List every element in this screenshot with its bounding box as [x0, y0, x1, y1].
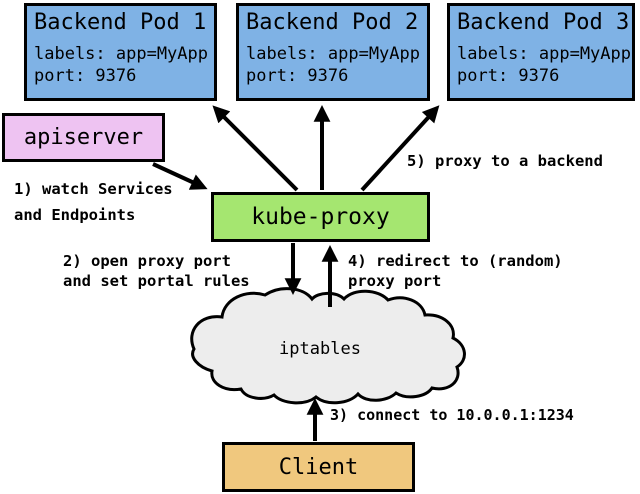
annotation-step3: 3) connect to 10.0.0.1:1234 — [330, 406, 574, 424]
arrow-apiserver-to-kube-proxy — [152, 162, 208, 190]
annotation-line: 4) redirect to (random) — [348, 252, 563, 270]
pod-title: Backend Pod 3 — [457, 10, 630, 35]
client-box: Client — [222, 442, 415, 492]
annotation-line: proxy port — [348, 272, 442, 290]
annotation-step1: 1) watch Services and Endpoints — [14, 176, 173, 228]
annotation-line: 5) proxy to a backend — [407, 152, 603, 170]
arrow-kube-proxy-to-pod1 — [212, 105, 299, 192]
annotation-line: and Endpoints — [14, 206, 136, 224]
apiserver-label: apiserver — [23, 125, 144, 150]
pod-title: Backend Pod 1 — [34, 10, 207, 35]
annotation-line: 1) watch Services — [14, 180, 173, 198]
annotation-line: 3) connect to 10.0.0.1:1234 — [330, 406, 574, 424]
backend-pod-2-box: Backend Pod 2 labels: app=MyApp port: 93… — [236, 3, 430, 101]
pod-title: Backend Pod 2 — [246, 10, 419, 35]
annotation-step2: 2) open proxy port and set portal rules — [63, 251, 250, 291]
pod-port-line: port: 9376 — [34, 66, 137, 86]
backend-pod-3-box: Backend Pod 3 labels: app=MyApp port: 93… — [447, 3, 635, 101]
pod-port-line: port: 9376 — [246, 66, 349, 86]
pod-port-line: port: 9376 — [457, 66, 560, 86]
arrow-kube-proxy-to-pod3 — [360, 105, 440, 192]
backend-pod-1-box: Backend Pod 1 labels: app=MyApp port: 93… — [24, 3, 217, 101]
pod-labels-line: labels: app=MyApp — [457, 44, 631, 64]
kube-proxy-label: kube-proxy — [251, 204, 390, 230]
kube-proxy-box: kube-proxy — [211, 192, 430, 242]
apiserver-box: apiserver — [2, 113, 165, 162]
pod-labels-line: labels: app=MyApp — [246, 44, 420, 64]
annotation-step4: 4) redirect to (random) proxy port — [348, 251, 563, 291]
annotation-line: and set portal rules — [63, 272, 250, 290]
iptables-label: iptables — [279, 339, 361, 359]
annotation-line: 2) open proxy port — [63, 252, 231, 270]
pod-labels-line: labels: app=MyApp — [34, 44, 208, 64]
client-label: Client — [278, 454, 359, 480]
annotation-step5: 5) proxy to a backend — [407, 152, 603, 170]
